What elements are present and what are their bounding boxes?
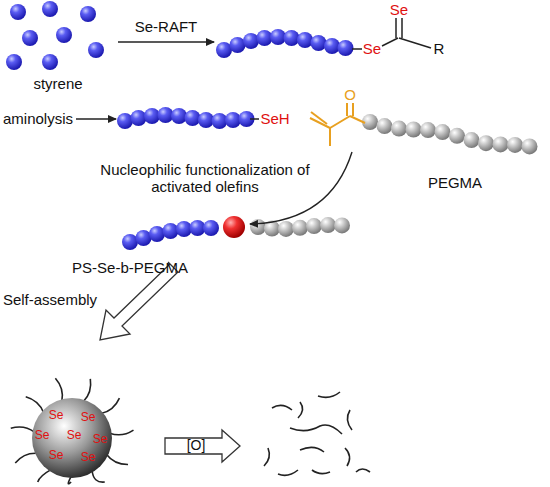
methacrylate [310,103,365,146]
atom-label: Se [67,429,82,442]
atom-label: Se [81,411,96,424]
step-label: Nucleophilic functionalization of activa… [89,162,321,195]
atom-label: Se [363,41,381,58]
atom-label: Se [390,2,408,19]
step-label: R [434,41,445,58]
micelle-corona [11,378,134,484]
hollow-arrow [165,430,240,462]
bonds [250,18,431,119]
atom-label: Se [81,451,96,464]
step-label: Se-RAFT [135,19,198,36]
compound-label: PS-Se-b-PEGMA [72,260,188,277]
reaction-arrow [118,41,214,42]
atom-label: Se [35,429,50,442]
step-label: [O] [187,438,206,453]
step-label: Self-assembly [3,292,97,309]
micelle-core [32,398,112,478]
atom-label: Se [93,433,108,446]
atom-label: Se [49,449,64,462]
bead-chains [6,1,538,250]
atom-label: O [344,87,356,104]
atom-label: SeH [260,111,289,128]
atom-label: Se [49,409,64,422]
compound-label: styrene [33,76,82,93]
step-label: aminolysis [3,111,73,128]
compound-label: PEGMA [428,175,482,192]
fragments [264,392,370,475]
reaction-arrow [76,118,116,119]
